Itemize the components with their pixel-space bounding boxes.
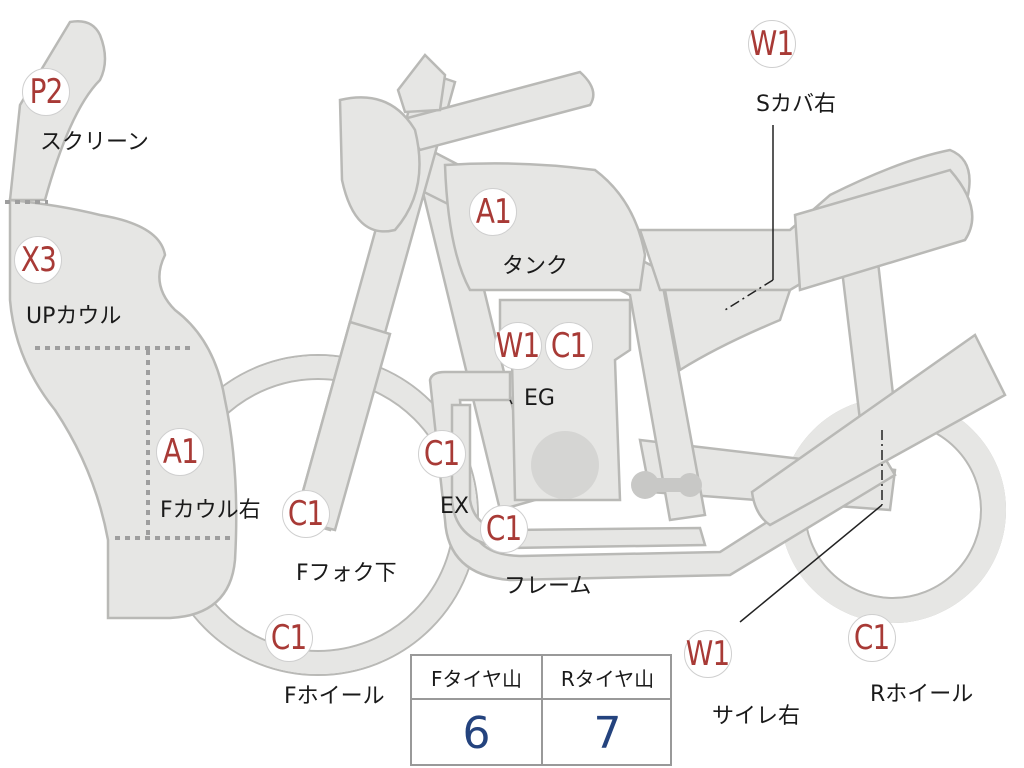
exhaust-pipe-shape [428, 370, 897, 582]
front-cowl-grade-badge: A1 [156, 428, 204, 476]
front-tire-column: Fタイヤ山 6 [412, 656, 541, 764]
upper-cowl-label: UPカウル [26, 304, 122, 329]
front-cowl-label: Fカウル右 [160, 498, 261, 523]
engine-grade-badge-1: W1 [494, 322, 542, 370]
rear-tire-value: 7 [593, 707, 622, 759]
rear-tire-header: Rタイヤ山 [543, 656, 672, 700]
frame-label: フレーム [504, 574, 592, 599]
rear-wheel-label: Rホイール [870, 682, 974, 707]
front-tire-header: Fタイヤ山 [412, 656, 541, 700]
engine-grade-badge-2: C1 [545, 322, 593, 370]
tank-label: タンク [502, 254, 569, 279]
side-cover-leader-dash [724, 279, 774, 311]
engine-leader [509, 399, 513, 405]
silencer-leader [739, 504, 883, 623]
front-fork-label: Fフォク下 [296, 561, 397, 586]
screen-grade-badge: P2 [22, 68, 70, 116]
fork-guard-shape [293, 320, 392, 532]
exhaust-grade-badge: C1 [418, 430, 466, 478]
tank-grade-badge: A1 [469, 188, 517, 236]
frame-grade-badge: C1 [480, 505, 528, 553]
silencer-label: サイレ右 [712, 704, 801, 729]
exhaust-label: EX [440, 494, 469, 519]
front-tire-value: 6 [462, 707, 491, 759]
upper-cowl-grade-badge: X3 [14, 236, 62, 284]
cowl-shape [8, 198, 238, 620]
rear-fender-shape [793, 168, 974, 292]
screen-label: スクリーン [40, 130, 149, 155]
tire-tread-table: Fタイヤ山 6 Rタイヤ山 7 [410, 654, 672, 766]
handlebar-shape [397, 70, 595, 152]
silencer-grade-badge: W1 [684, 630, 732, 678]
engine-label: EG [524, 386, 555, 411]
rear-wheel-grade-badge: C1 [848, 614, 896, 662]
headlight-shape [338, 96, 421, 233]
side-cover-shape [663, 288, 792, 373]
front-wheel-grade-badge: C1 [265, 614, 313, 662]
silencer-shape [750, 333, 1007, 527]
footpeg-knob-2-shape [678, 473, 702, 497]
front-wheel-label: Fホイール [284, 684, 385, 709]
front-fork-grade-badge: C1 [282, 490, 330, 538]
engine-cover-shape [531, 431, 599, 499]
rear-tire-column: Rタイヤ山 7 [541, 656, 672, 764]
mirror-shape [396, 53, 447, 114]
side-cover-label: Sカバ右 [756, 92, 836, 117]
side-cover-grade-badge: W1 [748, 20, 796, 68]
footpeg-knob-shape [631, 471, 659, 499]
